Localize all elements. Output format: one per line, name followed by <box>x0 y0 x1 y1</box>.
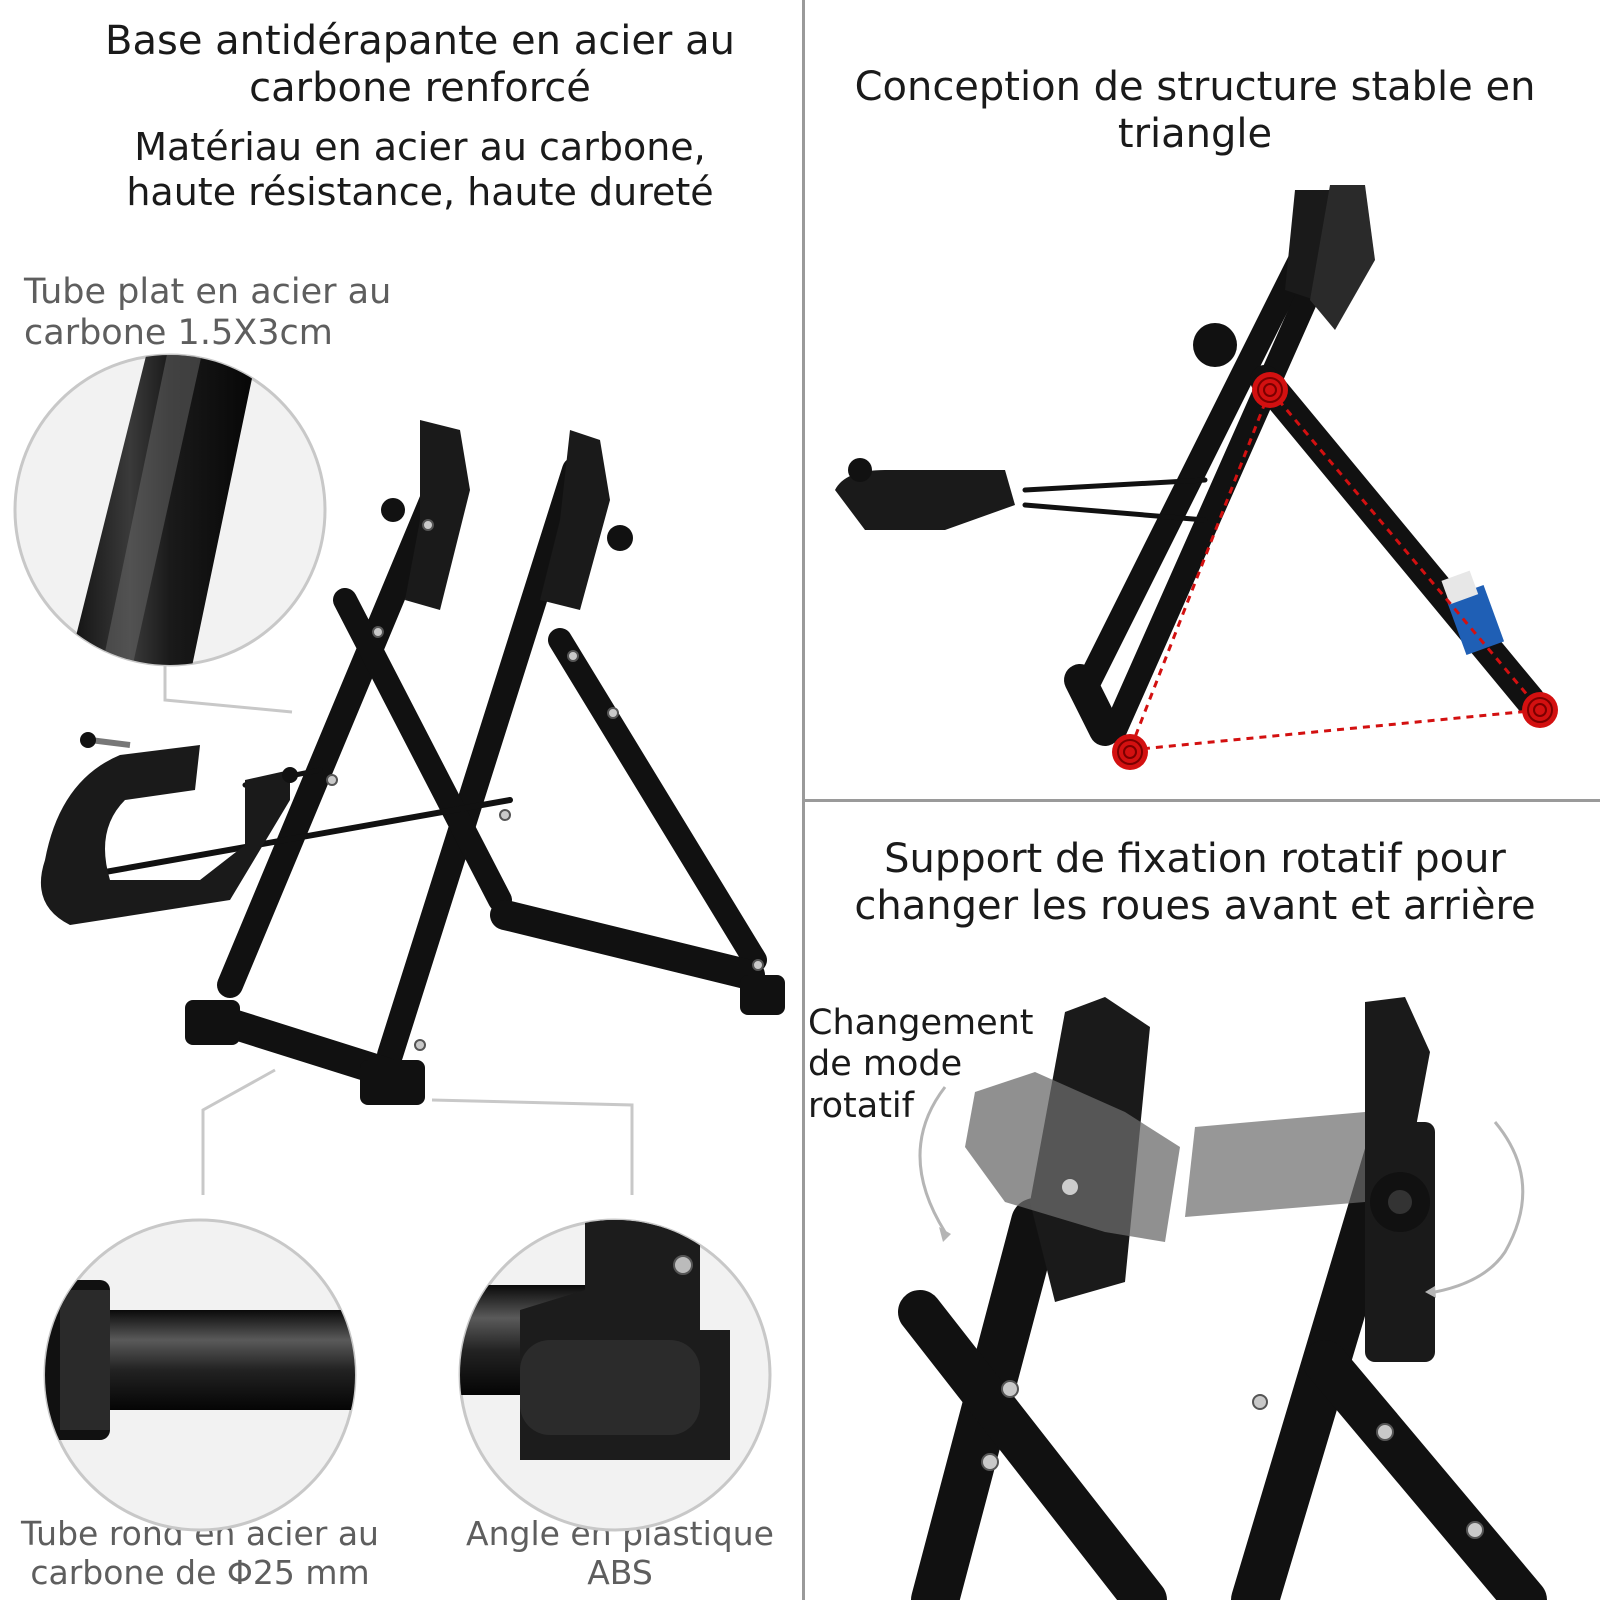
rotation-mode-label: Changement de mode rotatif <box>808 1003 1034 1126</box>
foot-front-left <box>185 1000 240 1045</box>
left-panel-subtitle: Matériau en acier au carbone, haute rési… <box>126 125 714 214</box>
flat-tube-label: Tube plat en acier au carbone 1.5X3cm <box>24 272 392 354</box>
triangle-stability-markers <box>1112 372 1558 770</box>
abs-corner-zoom-circle <box>458 1218 772 1532</box>
flat-tube-zoom-circle <box>13 353 327 667</box>
right-clamp-rotated-ghost <box>1185 1112 1365 1217</box>
round-tube-label: Tube rond en acier au carbone de Φ25 mm <box>21 1514 379 1592</box>
foot-front-right <box>360 1060 425 1105</box>
centering-gauge-arm <box>40 745 290 925</box>
side-gauge-arm <box>835 470 1015 530</box>
left-panel-title: Base antidérapante en acier au carbone r… <box>105 18 735 112</box>
bottom-right-artwork <box>898 997 1547 1600</box>
round-tube-zoom-circle <box>43 1218 357 1532</box>
foot-rear-right <box>740 975 785 1015</box>
horizontal-divider <box>805 799 1600 802</box>
abs-corner-label: Angle en plastique ABS <box>466 1514 774 1592</box>
right-clamp-solid <box>1365 997 1430 1132</box>
truing-stand-front-view <box>57 457 767 1087</box>
truing-stand-side-view <box>1022 188 1545 746</box>
bottom-right-panel-title: Support de fixation rotatif pour changer… <box>854 836 1536 930</box>
rotation-arrow-right <box>1434 1121 1525 1294</box>
left-clamp-rotated-ghost <box>965 1072 1180 1242</box>
vertical-divider <box>802 0 805 1600</box>
top-right-artwork <box>835 185 1558 770</box>
left-clamp-head <box>405 420 470 610</box>
left-panel-artwork <box>13 353 785 1532</box>
rotation-arrow-left <box>918 1086 947 1233</box>
top-right-panel-title: Conception de structure stable en triang… <box>854 64 1536 158</box>
right-clamp-head <box>540 430 610 610</box>
